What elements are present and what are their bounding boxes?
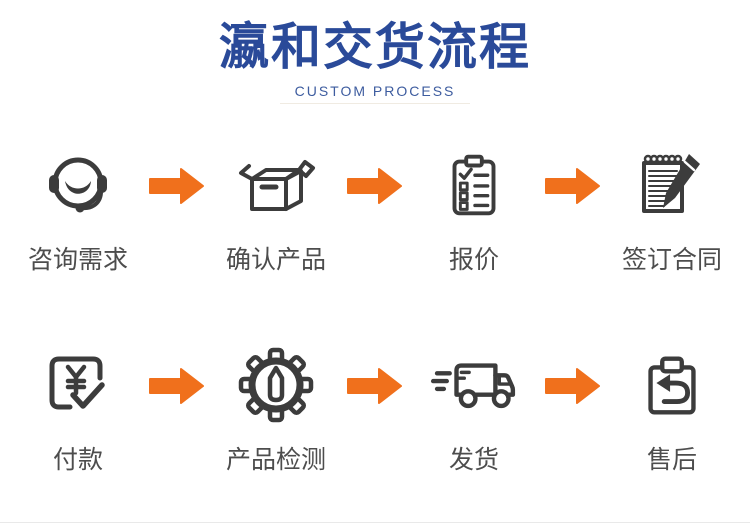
product-inspection-gear-icon	[236, 340, 316, 430]
step-label: 签订合同	[621, 245, 722, 274]
flow-arrow-icon	[347, 166, 403, 206]
flow-arrow-icon	[347, 366, 403, 406]
step-label: 报价	[448, 245, 499, 274]
quotation-clipboard-icon	[435, 140, 513, 230]
step-label: 确认产品	[225, 245, 326, 274]
process-row-1: 咨询需求 确认产品	[0, 140, 750, 276]
contract-signing-icon	[630, 140, 714, 230]
step-shipment: 发货	[403, 340, 545, 476]
process-row-2: 付款	[0, 340, 750, 476]
bottom-divider	[0, 522, 750, 523]
step-product-inspection: 产品检测	[205, 340, 347, 476]
payment-icon	[38, 340, 118, 430]
step-label: 售后	[646, 445, 697, 474]
delivery-truck-icon	[429, 340, 519, 430]
page-header: 瀛和交货流程 CUSTOM PROCESS	[0, 16, 750, 104]
package-box-icon	[235, 140, 317, 230]
step-consult: 咨询需求	[7, 140, 149, 276]
flow-arrow-icon	[545, 366, 601, 406]
flow-arrow-icon	[545, 166, 601, 206]
step-label: 发货	[448, 445, 499, 474]
step-quotation: 报价	[403, 140, 545, 276]
step-payment: 付款	[7, 340, 149, 476]
page-subtitle: CUSTOM PROCESS	[294, 82, 456, 99]
step-label: 咨询需求	[27, 245, 128, 274]
step-confirm-product: 确认产品	[205, 140, 347, 276]
customer-service-icon	[38, 140, 118, 230]
subtitle-divider	[280, 102, 470, 104]
step-sign-contract: 签订合同	[601, 140, 743, 276]
flow-arrow-icon	[149, 366, 205, 406]
flow-arrow-icon	[149, 166, 205, 206]
step-after-sales: 售后	[601, 340, 743, 476]
after-sales-icon	[633, 340, 711, 430]
page-title: 瀛和交货流程	[219, 19, 531, 75]
step-label: 产品检测	[225, 445, 326, 474]
step-label: 付款	[52, 445, 103, 474]
